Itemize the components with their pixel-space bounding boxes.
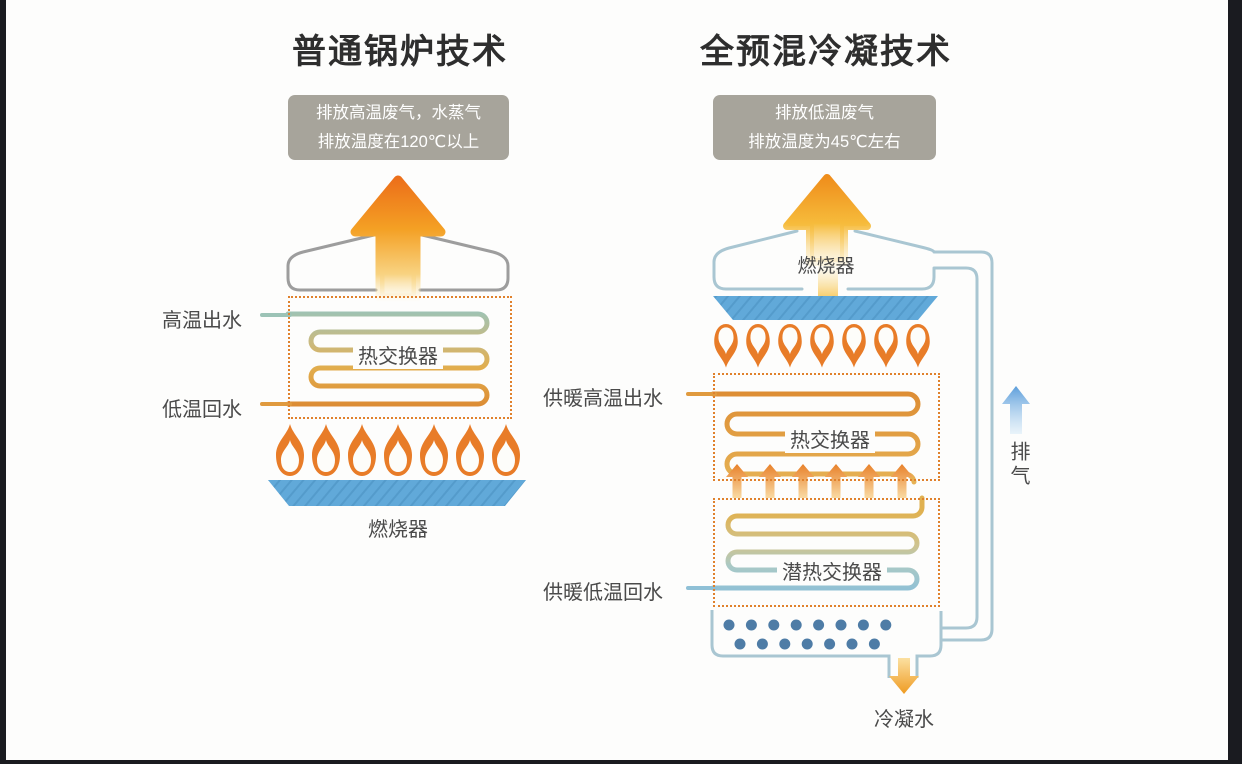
right-heat-exchanger-label: 热交换器 (768, 424, 892, 453)
right-hood-outline (846, 266, 936, 291)
left-heat-exchanger-label: 热交换器 (338, 340, 458, 369)
left-note-line2: 排放温度在120℃以上 (317, 132, 480, 151)
right-heat-exchanger-text: 热交换器 (785, 429, 875, 453)
condensate-dot (835, 619, 847, 631)
cold-water-return-label: 低温回水 (162, 399, 242, 421)
flame-icon (456, 424, 484, 476)
right-edge-bar (1228, 0, 1242, 764)
flame-icon (810, 324, 834, 368)
right-hood-outline (712, 229, 804, 291)
right-latent-heat-exchanger-box (713, 498, 940, 607)
left-heat-exchanger-text: 热交换器 (353, 345, 443, 369)
condensate-dot (734, 638, 746, 650)
exhaust-label: 排气 (1007, 441, 1029, 489)
flame-icon (492, 424, 520, 476)
flame-icon (778, 324, 802, 368)
left-heat-exchanger-coil (285, 311, 490, 407)
condensate-dot (868, 638, 880, 650)
heating-cold-water-return-label: 供暖低温回水 (543, 582, 663, 604)
right-burner-plate (713, 296, 938, 320)
flame-icon (420, 424, 448, 476)
flame-icon (312, 424, 340, 476)
flame-icon (906, 324, 930, 368)
right-hood-burner-label: 燃烧器 (797, 256, 855, 277)
condensate-dot (857, 619, 869, 631)
condensate-dot (801, 638, 813, 650)
flame-icon (384, 424, 412, 476)
small-arrow-up-icon (726, 464, 748, 498)
right-burner-glow (818, 264, 838, 296)
condensate-tray-outline (710, 610, 891, 678)
condensate-dot (745, 619, 757, 631)
exhaust-pipe-inner (934, 266, 979, 630)
left-exhaust-arrow-up-icon (350, 175, 446, 303)
right-latent-heat-exchanger-label: 潜热交换器 (760, 556, 904, 585)
right-latent-heat-exchanger-coil (710, 495, 925, 591)
condensate-dot (768, 619, 780, 631)
flame-icon (746, 324, 770, 368)
right-hood-outline (853, 229, 936, 254)
left-hood-outline (418, 233, 510, 292)
left-burner-plate (268, 480, 526, 506)
flame-icon (348, 424, 376, 476)
right-flame-row-inverted (714, 324, 930, 368)
small-arrow-up-icon (792, 464, 814, 498)
condensate-dot (723, 619, 735, 631)
left-flame-row (276, 424, 520, 476)
small-arrow-up-icon (858, 464, 880, 498)
left-burner-label: 燃烧器 (368, 519, 428, 541)
bottom-edge-bar (0, 760, 1242, 764)
small-arrow-up-icon (759, 464, 781, 498)
flame-icon (842, 324, 866, 368)
condensate-dot (756, 638, 768, 650)
condensate-dot (824, 638, 836, 650)
flame-icon (714, 324, 738, 368)
flame-icon (874, 324, 898, 368)
left-note-line1: 排放高温废气，水蒸气 (316, 104, 481, 123)
condensate-tray-outline (915, 611, 943, 678)
left-heat-exchanger-box (288, 296, 512, 419)
left-edge-bar (0, 0, 6, 764)
left-title: 普通锅炉技术 (292, 33, 508, 71)
heating-hot-water-out-label: 供暖高温出水 (543, 388, 663, 410)
right-main-heat-exchanger-box (713, 373, 940, 481)
small-arrow-up-icon (825, 464, 847, 498)
heat-transfer-arrows-up (726, 464, 913, 498)
right-exhaust-arrow-up-icon (783, 174, 871, 266)
condensate-dot (779, 638, 791, 650)
condensate-droplet-dots (723, 619, 892, 650)
condensate-label: 冷凝水 (874, 709, 934, 731)
exhaust-flow-arrow-up-icon (1002, 386, 1030, 434)
right-latent-heat-exchanger-text: 潜热交换器 (777, 561, 887, 585)
left-exhaust-note: 排放高温废气，水蒸气 排放温度在120℃以上 (288, 95, 509, 160)
condensate-dot (813, 619, 825, 631)
right-note-line2: 排放温度为45℃左右 (748, 132, 901, 151)
right-note-line1: 排放低温废气 (775, 104, 874, 123)
condensate-arrow-down-icon (889, 658, 919, 694)
flame-icon (276, 424, 304, 476)
right-exhaust-note: 排放低温废气 排放温度为45℃左右 (713, 95, 936, 160)
hot-water-out-label: 高温出水 (162, 310, 242, 332)
small-arrow-up-icon (891, 464, 913, 498)
condensate-dot (880, 619, 892, 631)
exhaust-pipe-outer (934, 250, 994, 642)
condensate-dot (846, 638, 858, 650)
condensate-dot (790, 619, 802, 631)
right-title: 全预混冷凝技术 (700, 33, 952, 71)
left-hood-outline (286, 233, 378, 292)
